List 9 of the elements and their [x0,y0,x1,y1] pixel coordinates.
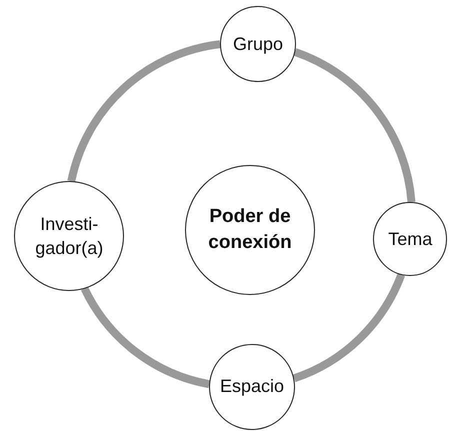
node-label: Poder de conexión [207,205,293,255]
node-label: Investi-gador(a) [34,212,104,260]
node-label: Espacio [218,375,285,398]
node-label: Tema [387,228,434,251]
ring-connector [292,273,405,382]
ring-connector [67,40,221,182]
node-label: Grupo [232,32,284,56]
ring-connector [81,286,210,388]
ring-connector [293,48,416,203]
